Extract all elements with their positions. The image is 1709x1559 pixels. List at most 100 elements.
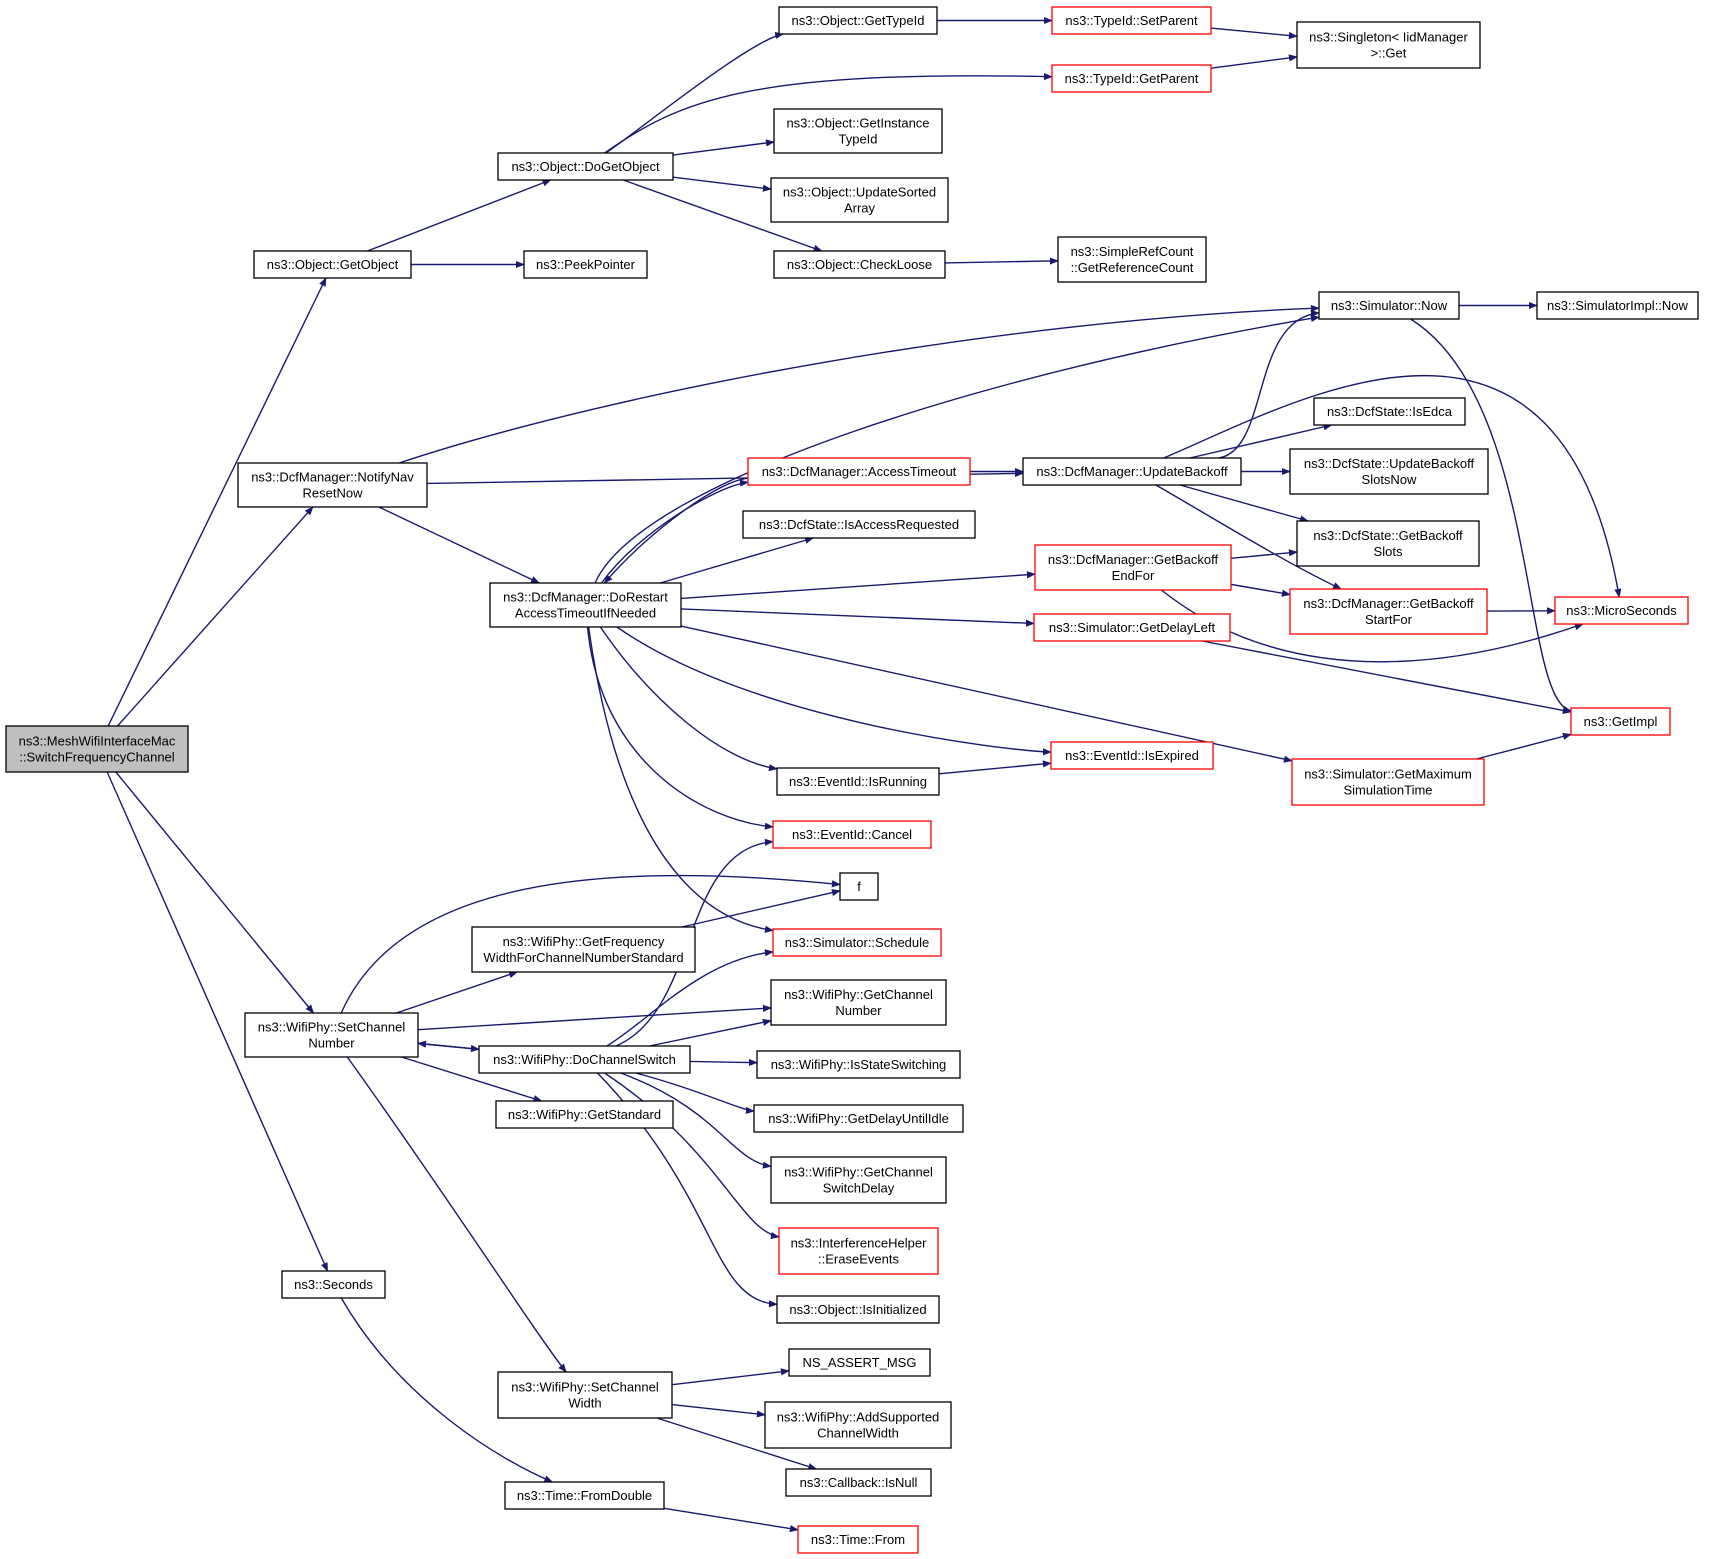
edge-dogetobject-to-getinstancetypeid: [672, 139, 775, 156]
node-label: ns3::DcfState::IsEdca: [1327, 404, 1453, 419]
edge-setchwidth-to-isnull: [656, 1417, 818, 1470]
edge-root-to-seconds: [106, 771, 329, 1272]
node-box: [1051, 6, 1212, 35]
node-label: ns3::WifiPhy::GetChannel: [784, 987, 933, 1002]
node-label: ns3::DcfState::IsAccessRequested: [759, 517, 959, 532]
edge-checkloose-to-getrefcount: [944, 257, 1059, 265]
node-nsassert[interactable]: NS_ASSERT_MSG: [788, 1348, 931, 1377]
node-isnull[interactable]: ns3::Callback::IsNull: [785, 1468, 932, 1497]
edge-dorestart-to-schedule: [587, 626, 774, 933]
node-label: ns3::MicroSeconds: [1566, 603, 1677, 618]
edge-dochswitch-to-getdelayuntilidle: [635, 1072, 755, 1115]
node-cancel[interactable]: ns3::EventId::Cancel: [772, 820, 932, 849]
node-gettypeid[interactable]: ns3::Object::GetTypeId: [778, 6, 938, 35]
node-getdelayuntilidle[interactable]: ns3::WifiPhy::GetDelayUntilIdle: [753, 1104, 964, 1133]
node-simnow[interactable]: ns3::Simulator::Now: [1318, 291, 1460, 320]
node-root[interactable]: ns3::MeshWifiInterfaceMac::SwitchFrequen…: [5, 725, 189, 773]
node-isinitialized[interactable]: ns3::Object::IsInitialized: [776, 1295, 940, 1324]
node-label: ns3::Simulator::GetDelayLeft: [1049, 620, 1216, 635]
node-box: [753, 1104, 964, 1133]
node-timefrom[interactable]: ns3::Time::From: [797, 1525, 919, 1554]
node-label: SwitchDelay: [823, 1181, 895, 1196]
node-label: >::Get: [1371, 46, 1407, 61]
edge-dorestart-to-isexpired: [616, 626, 1052, 756]
edge-dochswitch-to-eraseevents: [604, 1072, 780, 1240]
edge-isrunning-to-isexpired: [938, 760, 1052, 775]
node-label: ns3::GetImpl: [1584, 714, 1658, 729]
edge-dorestart-to-getdelayleft: [680, 608, 1035, 627]
node-dochswitch[interactable]: ns3::WifiPhy::DoChannelSwitch: [478, 1045, 691, 1074]
node-box: [770, 177, 949, 223]
node-isstateswitching[interactable]: ns3::WifiPhy::IsStateSwitching: [756, 1050, 961, 1079]
edge-dorestart-to-isrunning: [599, 626, 778, 772]
edge-dorestart-to-accesstimeout: [600, 479, 749, 584]
node-isedca[interactable]: ns3::DcfState::IsEdca: [1313, 397, 1466, 426]
node-getrefcount[interactable]: ns3::SimpleRefCount::GetReferenceCount: [1057, 236, 1207, 283]
node-label: TypeId: [838, 132, 877, 147]
node-getobject[interactable]: ns3::Object::GetObject: [253, 250, 412, 279]
node-eraseevents[interactable]: ns3::InterferenceHelper::EraseEvents: [778, 1227, 939, 1275]
node-getimpl[interactable]: ns3::GetImpl: [1570, 707, 1671, 736]
edge-getmaxsimtime-to-getimpl: [1476, 732, 1572, 760]
node-setparent[interactable]: ns3::TypeId::SetParent: [1051, 6, 1212, 35]
node-isexpired[interactable]: ns3::EventId::IsExpired: [1050, 741, 1214, 770]
node-getparent[interactable]: ns3::TypeId::GetParent: [1051, 64, 1212, 93]
node-label: ns3::WifiPhy::GetChannel: [784, 1165, 933, 1180]
node-label: ns3::Time::FromDouble: [517, 1488, 652, 1503]
node-getdelayleft[interactable]: ns3::Simulator::GetDelayLeft: [1033, 613, 1231, 642]
node-box: [1291, 758, 1485, 806]
node-box: [1034, 544, 1232, 591]
node-schedule[interactable]: ns3::Simulator::Schedule: [772, 928, 942, 957]
node-box: [281, 1270, 386, 1299]
node-microseconds[interactable]: ns3::MicroSeconds: [1554, 596, 1689, 625]
node-getstandard[interactable]: ns3::WifiPhy::GetStandard: [495, 1100, 674, 1129]
node-label: ns3::WifiPhy::AddSupported: [777, 1410, 940, 1425]
node-box: [1050, 741, 1214, 770]
node-fromdouble[interactable]: ns3::Time::FromDouble: [504, 1481, 665, 1510]
node-box: [764, 1401, 952, 1449]
node-accesstimeout[interactable]: ns3::DcfManager::AccessTimeout: [747, 457, 971, 486]
node-box: [747, 457, 971, 486]
node-isrunning[interactable]: ns3::EventId::IsRunning: [776, 767, 940, 796]
edge-setchnum-to-getfreqwidth: [396, 971, 519, 1014]
edge-notifynav-to-simnow: [398, 304, 1320, 464]
node-seconds[interactable]: ns3::Seconds: [281, 1270, 386, 1299]
node-box: [772, 820, 932, 849]
edge-updatebackoff-to-getbackoffstartfor: [1155, 484, 1342, 590]
node-f[interactable]: f: [839, 872, 879, 901]
node-box: [1289, 448, 1489, 495]
node-label: ns3::DcfManager::GetBackoff: [1048, 552, 1219, 567]
node-box: [1022, 457, 1242, 486]
node-box: [1296, 520, 1480, 567]
edge-setchnum-to-getchnum: [417, 1004, 772, 1031]
node-checkloose[interactable]: ns3::Object::CheckLoose: [773, 250, 946, 279]
node-updatebackoff[interactable]: ns3::DcfManager::UpdateBackoff: [1022, 457, 1242, 486]
node-label: ns3::SimulatorImpl::Now: [1547, 298, 1688, 313]
node-simimplnow[interactable]: ns3::SimulatorImpl::Now: [1536, 291, 1699, 320]
node-label: ns3::EventId::IsRunning: [789, 774, 927, 789]
node-isaccessreq[interactable]: ns3::DcfState::IsAccessRequested: [742, 510, 976, 539]
node-label: ns3::WifiPhy::IsStateSwitching: [771, 1057, 947, 1072]
node-box: [770, 979, 947, 1026]
node-dogetobject[interactable]: ns3::Object::DoGetObject: [497, 152, 674, 181]
node-peekpointer[interactable]: ns3::PeekPointer: [523, 250, 648, 279]
edge-dorestart-to-isaccessreq: [660, 536, 814, 584]
edge-getobject-to-dogetobject: [367, 179, 552, 252]
node-box: [1318, 291, 1460, 320]
node-getfreqwidth[interactable]: ns3::WifiPhy::GetFrequencyWidthForChanne…: [471, 926, 696, 973]
node-dorestart[interactable]: ns3::DcfManager::DoRestartAccessTimeoutI…: [489, 582, 682, 628]
node-singleton[interactable]: ns3::Singleton< IidManager>::Get: [1296, 21, 1481, 69]
